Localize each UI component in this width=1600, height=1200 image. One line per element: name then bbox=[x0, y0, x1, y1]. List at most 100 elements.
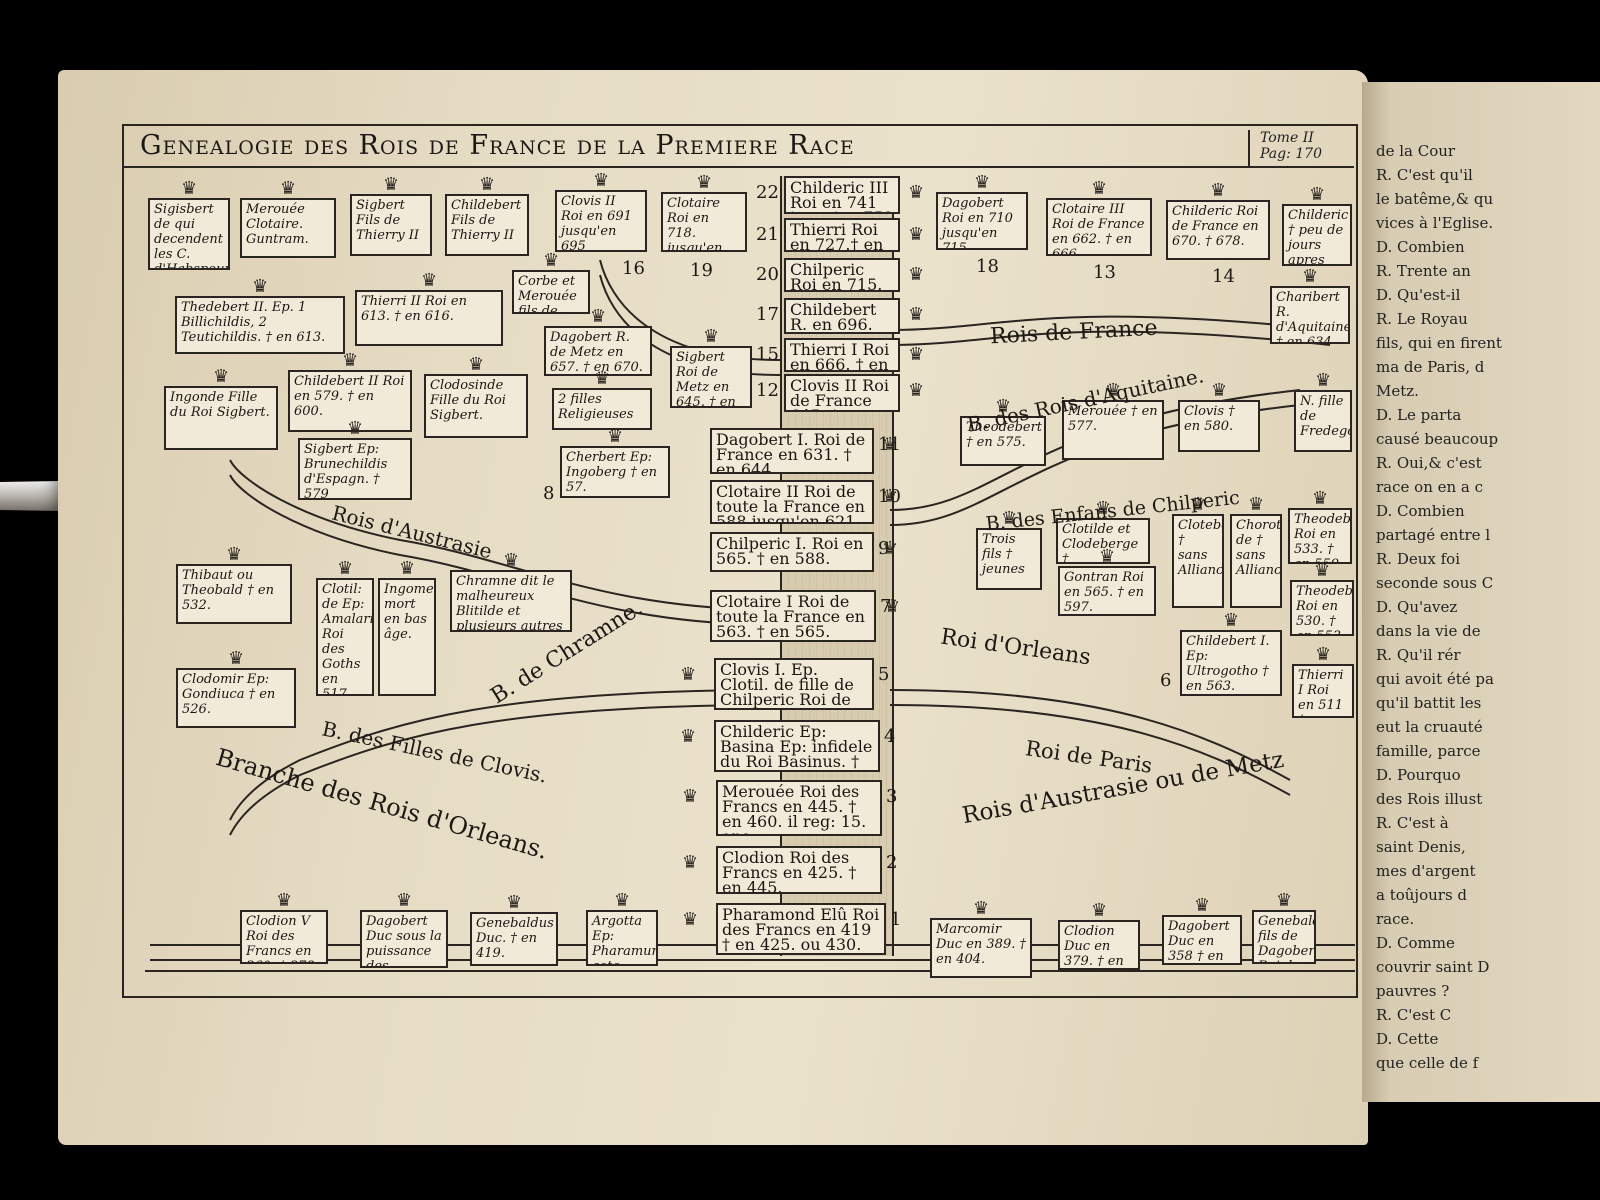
right-page-text-line: R. C'est à bbox=[1376, 814, 1449, 832]
genealogy-box-2-filles: 2 filles Religieuses bbox=[552, 388, 652, 430]
generation-number: 14 bbox=[1212, 266, 1235, 287]
genealogy-box-merouee-clotaire-guntram: Merouée Clotaire. Guntram. bbox=[240, 198, 336, 258]
crown-icon: ♛ bbox=[1091, 178, 1108, 199]
right-page-text-line: R. Deux foi bbox=[1376, 550, 1461, 568]
crown-icon: ♛ bbox=[276, 890, 293, 911]
crown-icon: ♛ bbox=[337, 558, 354, 579]
genealogy-box-childebert: Childebert R. en 696. jusq. 710 bbox=[784, 298, 900, 334]
crown-icon: ♛ bbox=[383, 174, 400, 195]
generation-number: 15 bbox=[756, 344, 779, 365]
genealogy-box-gontran: Gontran Roi en 565. † en 597. bbox=[1058, 566, 1156, 616]
crown-icon: ♛ bbox=[181, 178, 198, 199]
generation-number: 1 bbox=[890, 909, 902, 930]
page-ref: Pag: 170 bbox=[1260, 146, 1322, 162]
genealogy-box-corbe-merouee: Corbe et Merouée fils de Thierry. bbox=[512, 270, 590, 314]
right-page-text-line: D. Comme bbox=[1376, 934, 1455, 952]
crown-icon: ♛ bbox=[1312, 488, 1329, 509]
generation-number: 17 bbox=[756, 304, 779, 325]
genealogy-box-thierri: Thierri Roi en 727.† en 741. bbox=[784, 218, 900, 252]
right-page-text-line: D. Combien bbox=[1376, 238, 1465, 256]
crown-icon: ♛ bbox=[594, 368, 611, 389]
crown-icon: ♛ bbox=[1190, 494, 1207, 515]
crown-icon: ♛ bbox=[1095, 498, 1112, 519]
right-page-text-line: R. Le Royau bbox=[1376, 310, 1468, 328]
genealogy-box-clotaire-i: Clotaire I Roi de toute la France en 563… bbox=[710, 590, 876, 642]
genealogy-box-thierri-right: Thierri I Roi en 511 † en 530. bbox=[1292, 664, 1354, 718]
genealogy-box-cherbert: Cherbert Ep: Ingoberg † en 57. bbox=[560, 446, 670, 498]
generation-number: 6 bbox=[1160, 670, 1172, 691]
right-page-text-line: D. Cette bbox=[1376, 1030, 1439, 1048]
genealogy-box-dagobert-duc-2: Dagobert Duc en 358 † en 379. bbox=[1162, 915, 1242, 965]
genealogy-box-cloteberge: Cloteberge † sans Alliance. bbox=[1172, 514, 1224, 608]
right-page-text-line: famille, parce bbox=[1376, 742, 1481, 760]
generation-number: 13 bbox=[1093, 262, 1116, 283]
genealogy-box-clovis-ii-left: Clovis II Roi en 691 jusqu'en 695 bbox=[555, 190, 647, 252]
crown-icon: ♛ bbox=[908, 224, 925, 245]
right-page-text-line: R. Qu'il rér bbox=[1376, 646, 1461, 664]
crown-icon: ♛ bbox=[974, 172, 991, 193]
generation-number: 4 bbox=[884, 726, 896, 747]
crown-icon: ♛ bbox=[908, 344, 925, 365]
crown-icon: ♛ bbox=[1315, 644, 1332, 665]
crown-icon: ♛ bbox=[252, 276, 269, 297]
genealogy-box-sigbert-ep: Sigbert Ep: Brunechildis d'Espagn. † 579 bbox=[298, 438, 412, 500]
crown-icon: ♛ bbox=[593, 170, 610, 191]
generation-number: 20 bbox=[756, 264, 779, 285]
right-page-text-line: vices à l'Eglise. bbox=[1376, 214, 1494, 232]
right-page-text-line: a toûjours d bbox=[1376, 886, 1468, 904]
right-page-text-line: causé beaucoup bbox=[1376, 430, 1499, 448]
generation-number: 9 bbox=[878, 538, 890, 559]
genealogy-box-childeric-iii: Childeric III Roi en 741 jusqu'en 752 bbox=[784, 176, 900, 214]
crown-icon: ♛ bbox=[1091, 900, 1108, 921]
right-page-text-line: qu'il battit les bbox=[1376, 694, 1482, 712]
genealogy-box-clodion-duc: Clodion Duc en 379. † en 389. bbox=[1058, 920, 1140, 970]
crown-icon: ♛ bbox=[614, 890, 631, 911]
genealogy-box-dagobert-duc: Dagobert Duc sous la puissance des Romai… bbox=[360, 910, 448, 968]
genealogy-box-ingonde: Ingonde Fille du Roi Sigbert. bbox=[164, 386, 278, 450]
crown-icon: ♛ bbox=[479, 174, 496, 195]
genealogy-box-dagobert-i: Dagobert I. Roi de France en 631. † en 6… bbox=[710, 428, 874, 474]
crown-icon: ♛ bbox=[884, 596, 901, 617]
right-page-text-line: qui avoit été pa bbox=[1376, 670, 1494, 688]
genealogy-box-n-fille: N. fille de Fredegonde bbox=[1294, 390, 1352, 452]
genealogy-box-charibert: Charibert R. d'Aquitaine † en 634 bbox=[1270, 286, 1350, 344]
right-page-text-line: D. Pourquo bbox=[1376, 766, 1461, 784]
genealogy-box-clovis-i: Clovis I. Ep. Clotil. de fille de Chilpe… bbox=[714, 658, 874, 710]
right-page-text-line: R. Oui,& c'est bbox=[1376, 454, 1482, 472]
generation-number: 19 bbox=[690, 260, 713, 281]
ground-line bbox=[145, 970, 1355, 982]
right-page-text-line: seconde sous C bbox=[1376, 574, 1494, 592]
genealogy-box-theodebert-right: Theodebert Roi en 530. † en 553. bbox=[1290, 580, 1354, 636]
crown-icon: ♛ bbox=[503, 550, 520, 571]
genealogy-box-sigbert: Sigbert Fils de Thierry II bbox=[350, 194, 432, 256]
right-page-text-line: race on en a c bbox=[1376, 478, 1484, 496]
generation-number: 18 bbox=[976, 256, 999, 277]
tome-label: Tome II Pag: 170 bbox=[1248, 130, 1364, 166]
crown-icon: ♛ bbox=[908, 182, 925, 203]
genealogy-box-pharamond: Pharamond Elû Roi des Francs en 419 † en… bbox=[716, 903, 886, 955]
generation-number: 3 bbox=[886, 786, 898, 807]
genealogy-box-childebert-fils: Childebert Fils de Thierry II bbox=[445, 194, 529, 256]
crown-icon: ♛ bbox=[882, 486, 899, 507]
genealogy-box-clotilde: Clotil: de Ep: Amalaric Roi des Goths en… bbox=[316, 578, 374, 696]
generation-number: 21 bbox=[756, 224, 779, 245]
crown-icon: ♛ bbox=[908, 264, 925, 285]
right-page-text-line: mes d'argent bbox=[1376, 862, 1476, 880]
genealogy-box-clotaire-ii: Clotaire II Roi de toute la France en 58… bbox=[710, 480, 874, 524]
crown-icon: ♛ bbox=[682, 786, 699, 807]
generation-number: 11 bbox=[878, 434, 901, 455]
genealogy-box-argotta: Argotta Ep: Pharamund cote bbox=[586, 910, 658, 966]
genealogy-box-marcomir: Marcomir Duc en 389. † en 404. bbox=[930, 918, 1032, 978]
genealogy-box-clodosinde: Clodosinde Fille du Roi Sigbert. bbox=[424, 374, 528, 438]
right-page-text-line: de la Cour bbox=[1376, 142, 1456, 160]
crown-icon: ♛ bbox=[1194, 895, 1211, 916]
genealogy-box-thibaut: Thibaut ou Theobald † en 532. bbox=[176, 564, 292, 624]
genealogy-box-sigbert-metz: Sigbert Roi de Metz en 645. † en 657. bbox=[670, 346, 752, 408]
genealogy-box-dagobert-right: Dagobert Roi en 710 jusqu'en 715. bbox=[936, 192, 1028, 250]
genealogy-box-thedebert-ii: Thedebert II. Ep. 1 Billichildis, 2 Teut… bbox=[175, 296, 345, 354]
right-page-text-line: D. Le parta bbox=[1376, 406, 1462, 424]
crown-icon: ♛ bbox=[1105, 380, 1122, 401]
crown-icon: ♛ bbox=[228, 648, 245, 669]
generation-number: 12 bbox=[756, 380, 779, 401]
genealogy-box-dagobert-r: Dagobert R. de Metz en 657. † en 670. bbox=[544, 326, 652, 376]
